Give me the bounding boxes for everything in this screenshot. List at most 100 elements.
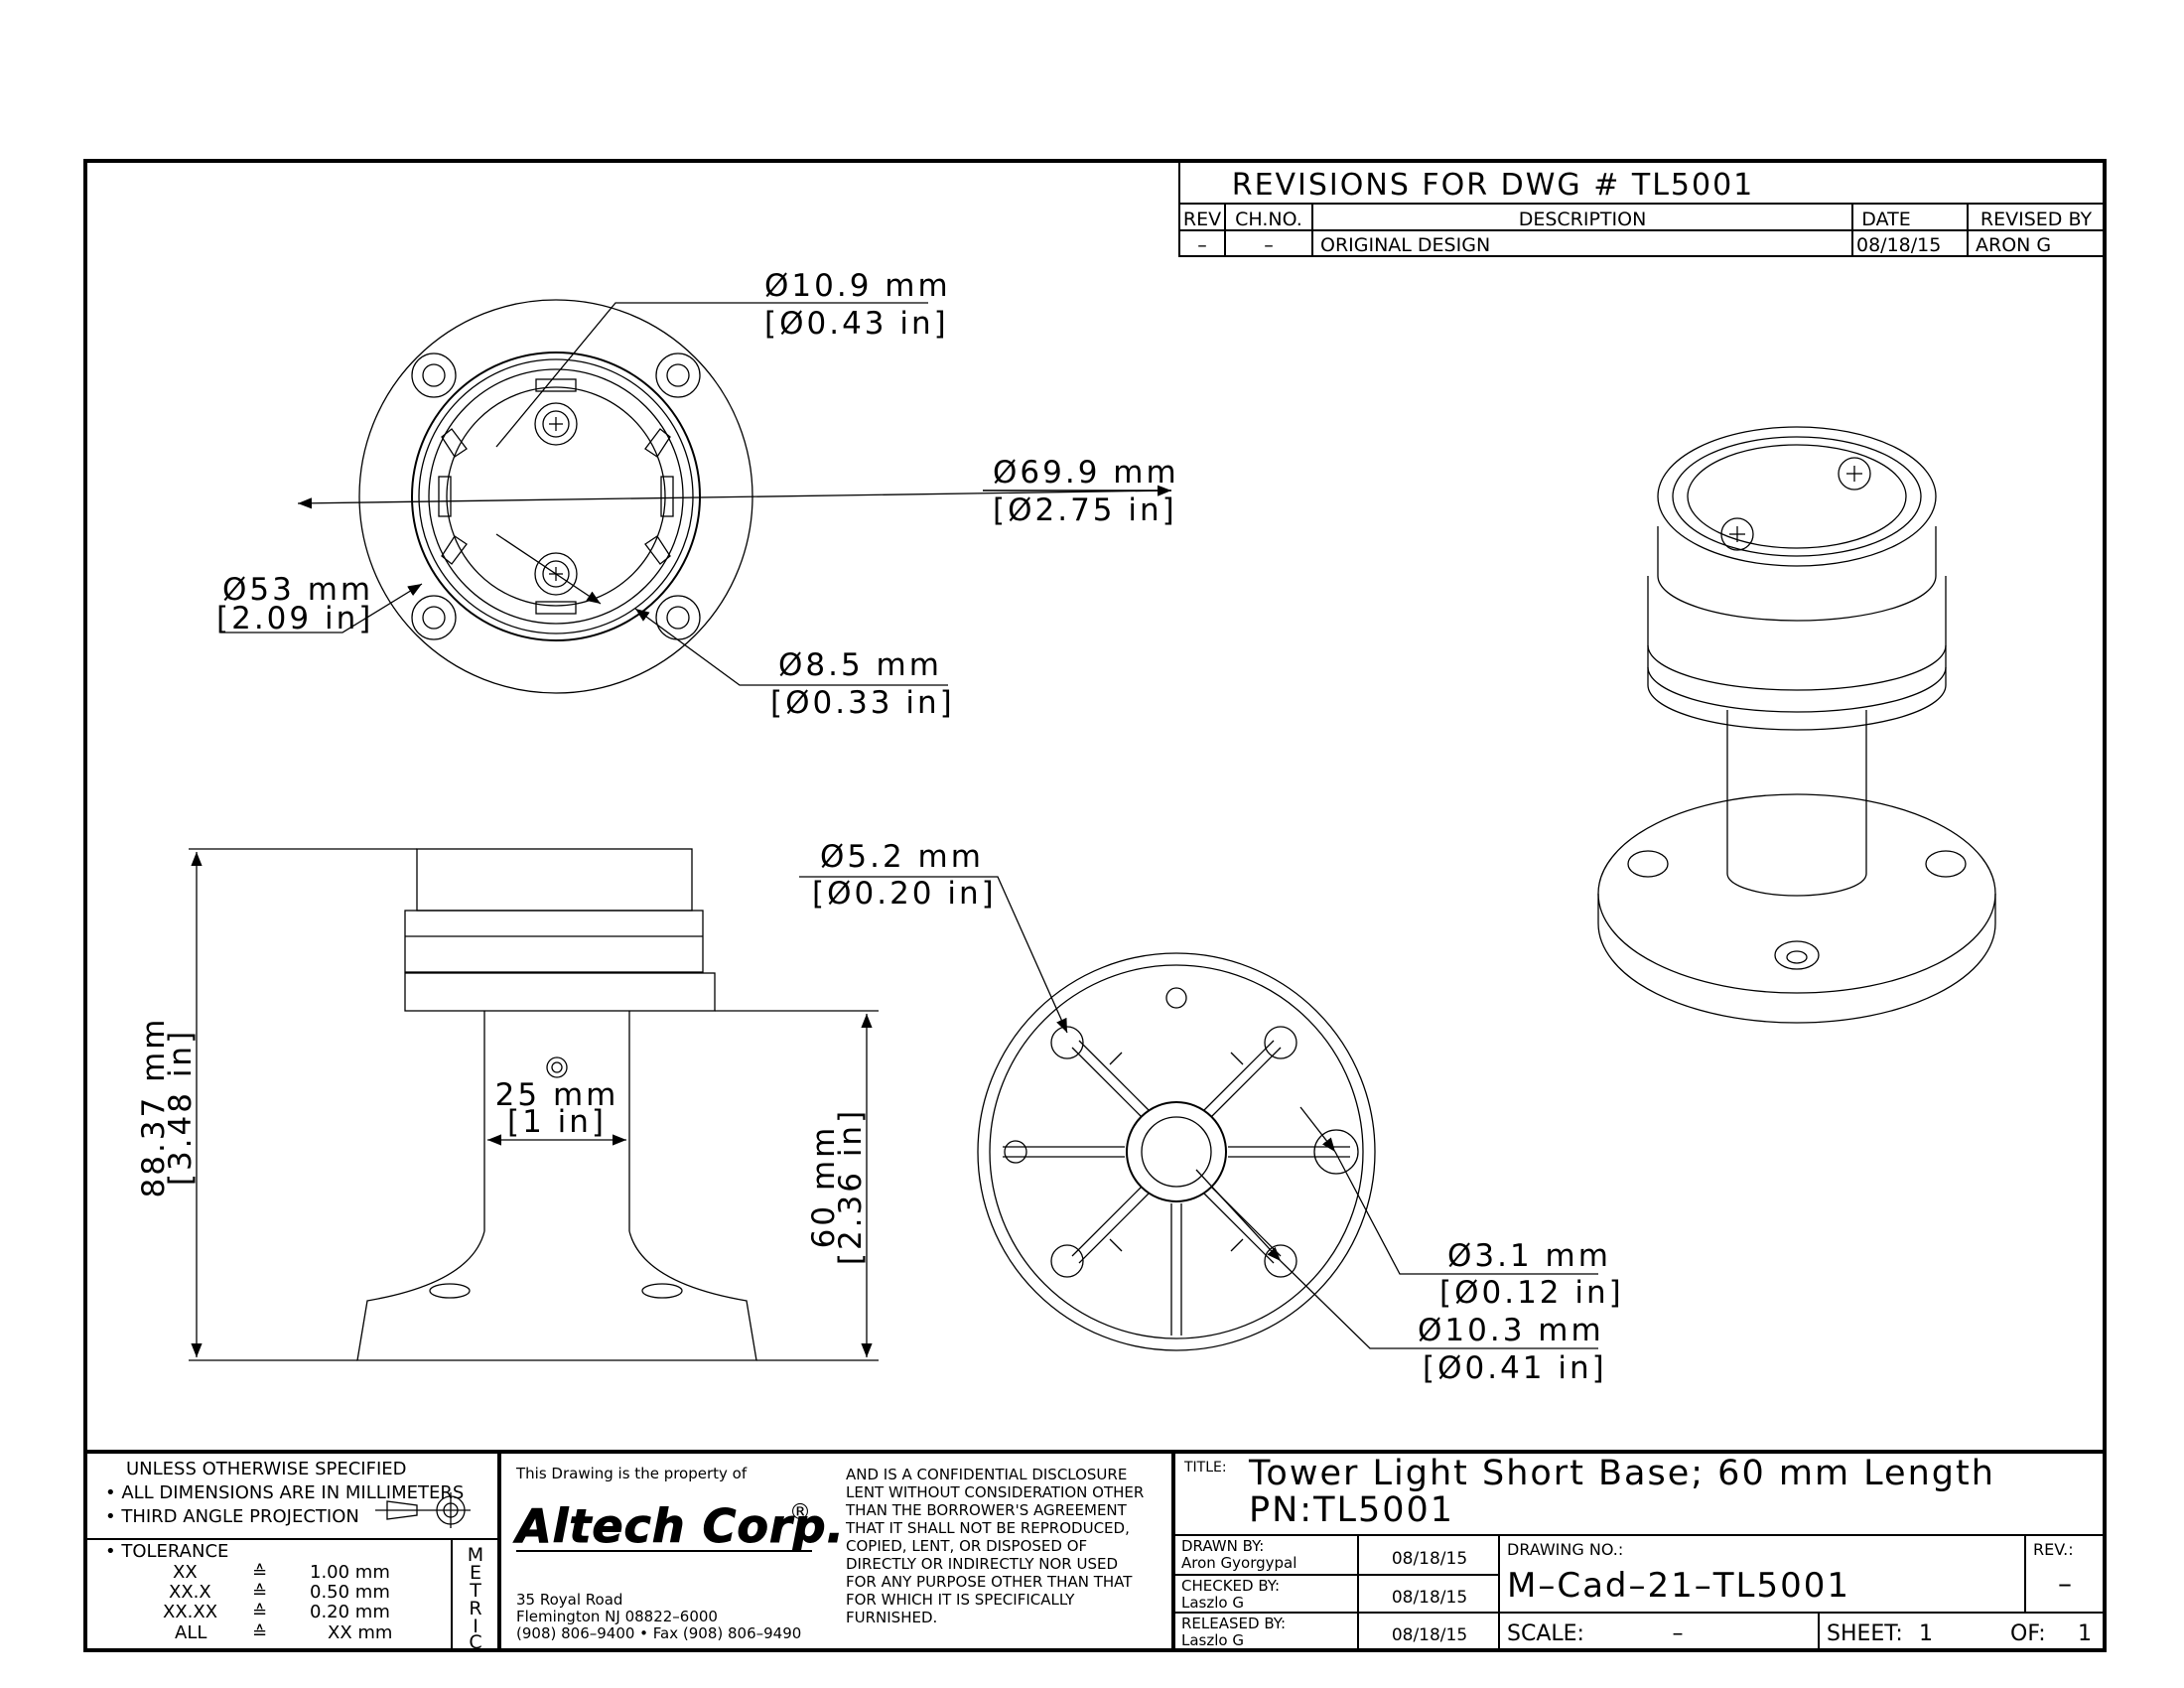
checked-by-label: CHECKED BY: [1181, 1577, 1280, 1595]
revisions-title: REVISIONS FOR DWG # TL5001 [1232, 168, 1755, 203]
hole-10-dim-in: [Ø0.41 in] [1423, 1350, 1607, 1386]
top-bolt-dim-mm: Ø10.9 mm [764, 268, 951, 304]
inner-dia-dim-in: [2.09 in] [216, 601, 373, 636]
of-label: OF: [2010, 1621, 2046, 1646]
tol-sign: ≙ [252, 1582, 267, 1603]
pole-width-dim-in: [1 in] [507, 1104, 607, 1140]
chno-header: CH.NO. [1235, 209, 1302, 230]
company-address-1: 35 Royal Road [516, 1591, 622, 1609]
checked-by-date: 08/18/15 [1392, 1588, 1467, 1608]
hole-5-dim-mm: Ø5.2 mm [820, 839, 984, 875]
revised-by-cell: ARON G [1976, 234, 2051, 256]
tol-sign: ≙ [252, 1622, 267, 1643]
rev-header: REV [1183, 209, 1221, 230]
tol-value: 0.20 mm [310, 1602, 390, 1622]
tol-value: 1.00 mm [310, 1562, 390, 1583]
pole-height-dim-mm: 60 mm [806, 1125, 842, 1249]
metric-letter: T [469, 1580, 481, 1602]
metric-label: M E T R I C [468, 1544, 483, 1653]
hole-3-dim-mm: Ø3.1 mm [1447, 1238, 1611, 1274]
confidential-line: LENT WITHOUT CONSIDERATION OTHER [846, 1483, 1144, 1501]
hole-10-dim-mm: Ø10.3 mm [1418, 1313, 1604, 1348]
confidential-line: THAT IT SHALL NOT BE REPRODUCED, [845, 1519, 1130, 1537]
confidentiality-notice: AND IS A CONFIDENTIAL DISCLOSURE LENT WI… [845, 1466, 1144, 1626]
metric-letter: M [468, 1544, 483, 1566]
top-view [220, 299, 1172, 694]
confidential-line: COPIED, LENT, OR DISPOSED OF [846, 1537, 1087, 1555]
pole-width-dim-mm: 25 mm [495, 1077, 619, 1113]
part-number: PN:TL5001 [1249, 1490, 1454, 1530]
outer-dia-dim-mm: Ø69.9 mm [993, 455, 1179, 491]
date-header: DATE [1861, 209, 1910, 230]
drawn-by-name: Aron Gyorgypal [1181, 1554, 1297, 1572]
bottom-view-leaders [799, 876, 1598, 1349]
released-by-label: RELEASED BY: [1181, 1615, 1286, 1632]
rev-cell: – [1197, 234, 1207, 256]
inner-dia-dim-mm: Ø53 mm [222, 572, 373, 608]
isometric-view [1597, 426, 1996, 1024]
tol-sign: ≙ [252, 1602, 267, 1622]
confidential-line: AND IS A CONFIDENTIAL DISCLOSURE [846, 1466, 1127, 1483]
confidential-line: FOR WHICH IT IS SPECIFICALLY [846, 1591, 1075, 1609]
tol-key: XX [173, 1562, 198, 1583]
notes-line2: • ALL DIMENSIONS ARE IN MILLIMETERS [105, 1482, 464, 1503]
tol-value: XX mm [328, 1622, 392, 1643]
sheet-value: 1 [1919, 1621, 1933, 1646]
confidential-line: FOR ANY PURPOSE OTHER THAN THAT [846, 1573, 1133, 1591]
released-by-date: 08/18/15 [1392, 1625, 1467, 1645]
hole-5-dim-in: [Ø0.20 in] [812, 876, 997, 912]
side-view [189, 848, 879, 1361]
total-height-dim-mm: 88.37 mm [136, 1017, 172, 1198]
rev-value: – [2058, 1567, 2072, 1600]
screw-dim-mm: Ø8.5 mm [778, 647, 942, 683]
tol-key: XX.XX [163, 1602, 217, 1622]
chno-cell: – [1264, 234, 1274, 256]
confidential-line: FURNISHED. [846, 1609, 937, 1626]
tol-key: XX.X [169, 1582, 211, 1603]
released-by-name: Laszlo G [1181, 1631, 1244, 1649]
drawn-by-label: DRAWN BY: [1181, 1537, 1264, 1555]
of-value: 1 [2078, 1621, 2092, 1646]
drawing-title: Tower Light Short Base; 60 mm Length [1248, 1454, 1995, 1493]
description-header: DESCRIPTION [1519, 209, 1647, 230]
screw-dim-in: [Ø0.33 in] [770, 685, 955, 721]
description-cell: ORIGINAL DESIGN [1320, 234, 1490, 256]
total-height-dim-in: [3.48 in] [163, 1029, 199, 1186]
tol-value: 0.50 mm [310, 1582, 390, 1603]
hole-3-dim-in: [Ø0.12 in] [1439, 1275, 1624, 1311]
date-cell: 08/18/15 [1856, 234, 1941, 256]
property-of-text: This Drawing is the property of [515, 1465, 748, 1482]
outer-dia-dim-in: [Ø2.75 in] [993, 492, 1177, 528]
notes-line1: UNLESS OTHERWISE SPECIFIED [126, 1459, 407, 1479]
revised-by-header: REVISED BY [1980, 209, 2093, 230]
tolerance-label: • TOLERANCE [105, 1541, 228, 1562]
metric-letter: I [473, 1616, 478, 1637]
notes-line3: • THIRD ANGLE PROJECTION [105, 1506, 359, 1527]
title-label: TITLE: [1183, 1460, 1227, 1476]
top-bolt-dim-in: [Ø0.43 in] [764, 306, 949, 342]
metric-letter: C [469, 1631, 481, 1653]
confidential-line: DIRECTLY OR INDIRECTLY NOR USED [846, 1555, 1118, 1573]
bottom-view [977, 952, 1376, 1351]
company-registered-mark: ® [789, 1500, 811, 1525]
third-angle-projection-icon [375, 1492, 471, 1528]
tol-key: ALL [175, 1622, 206, 1643]
drawing-number: M–Cad–21–TL5001 [1507, 1566, 1850, 1606]
pole-height-dim-in: [2.36 in] [833, 1108, 869, 1265]
company-logo: Altech Corp. [513, 1499, 845, 1553]
title-block-frame [85, 1450, 2105, 1650]
scale-label: SCALE: [1507, 1621, 1584, 1646]
scale-value: – [1673, 1621, 1684, 1646]
company-address-2: Flemington NJ 08822–6000 [516, 1608, 718, 1625]
drawing-border [83, 159, 2107, 1652]
sheet-label: SHEET: [1827, 1621, 1903, 1646]
checked-by-name: Laszlo G [1181, 1594, 1244, 1612]
tolerance-table: XX ≙ 1.00 mm XX.X ≙ 0.50 mm XX.XX ≙ 0.20… [163, 1562, 392, 1643]
drawing-no-label: DRAWING NO.: [1507, 1540, 1623, 1559]
metric-letter: R [469, 1598, 481, 1619]
rev-label: REV.: [2033, 1540, 2074, 1559]
drawn-by-date: 08/18/15 [1392, 1549, 1467, 1569]
tol-sign: ≙ [252, 1562, 267, 1583]
company-phone: (908) 806–9400 • Fax (908) 806–9490 [516, 1624, 801, 1642]
